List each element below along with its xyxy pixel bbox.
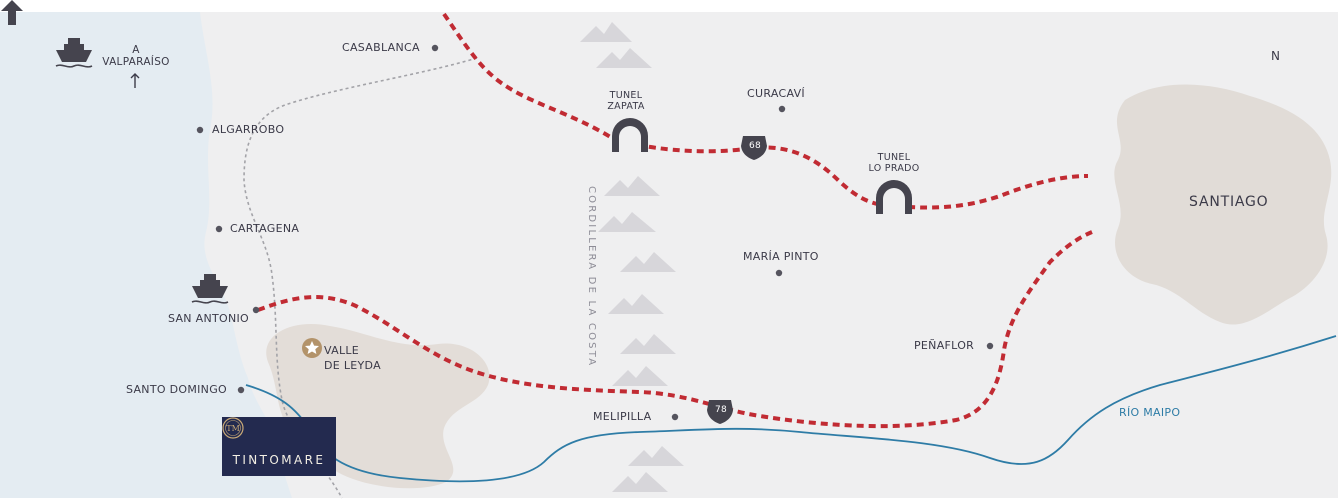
san-antonio-label: SAN ANTONIO xyxy=(168,312,249,325)
route-68-line xyxy=(442,12,1089,210)
mountain-icon xyxy=(628,446,684,466)
mountain-icon xyxy=(612,472,668,492)
melipilla-label: MELIPILLA xyxy=(593,410,652,423)
north-arrow-icon xyxy=(1,0,23,25)
route-68-number: 68 xyxy=(748,141,762,151)
penaflor-label: PEÑAFLOR xyxy=(914,339,975,352)
valle-de-leyda-label: VALLE DE LEYDA xyxy=(324,344,381,372)
mountain-icon xyxy=(604,176,660,196)
curacavi-label: CURACAVÍ xyxy=(747,87,805,100)
mountain-icon xyxy=(612,366,668,386)
tunnel-icon xyxy=(612,118,648,152)
cordillera-de-la-costa-label: CORDILLERA DE LA COSTA xyxy=(586,186,597,368)
casablanca-label: CASABLANCA xyxy=(342,41,420,54)
mountain-icon xyxy=(580,22,632,42)
mountain-icon xyxy=(620,252,676,272)
valparaiso-label: A VALPARAÍSO xyxy=(102,44,170,68)
tintomare-logo: TM TINTOMARE xyxy=(222,417,336,476)
mountain-icon xyxy=(608,294,664,314)
santiago-label: SANTIAGO xyxy=(1189,194,1269,210)
tunel-lo-prado-label: TUNEL LO PRADO xyxy=(868,152,920,174)
algarrobo-label: ALGARROBO xyxy=(212,123,285,136)
rio-maipo-line xyxy=(245,335,1337,483)
mountain-icon xyxy=(596,48,652,68)
route-shield-icon xyxy=(741,136,767,160)
tintomare-monogram-text: TM xyxy=(226,424,240,433)
santo-domingo-label: SANTO DOMINGO xyxy=(126,383,227,396)
railway-line xyxy=(243,57,478,499)
arrow-up-icon xyxy=(130,73,140,88)
santiago-urban-area xyxy=(1114,84,1332,325)
route-78-number: 78 xyxy=(714,405,728,415)
tintomare-monogram-icon: TM xyxy=(222,417,244,439)
tintomare-name: TINTOMARE xyxy=(232,453,326,467)
ship-icon xyxy=(55,38,93,68)
mountain-range xyxy=(580,22,684,492)
route-shield-icon xyxy=(707,400,733,424)
tunnel-icon xyxy=(876,180,912,214)
cartagena-label: CARTAGENA xyxy=(230,222,300,235)
mountain-icon xyxy=(620,334,676,354)
maria-pinto-label: MARÍA PINTO xyxy=(743,250,819,263)
place-markers xyxy=(196,44,994,421)
mountain-icon xyxy=(598,212,656,232)
route-78-line xyxy=(257,230,1093,429)
tunel-zapata-label: TUNEL ZAPATA xyxy=(607,90,645,112)
rio-maipo-label: RÍO MAIPO xyxy=(1119,406,1181,419)
sea-area xyxy=(0,12,292,498)
star-icon xyxy=(302,338,322,358)
ship-icon xyxy=(191,274,229,304)
north-label: N xyxy=(1271,49,1280,63)
